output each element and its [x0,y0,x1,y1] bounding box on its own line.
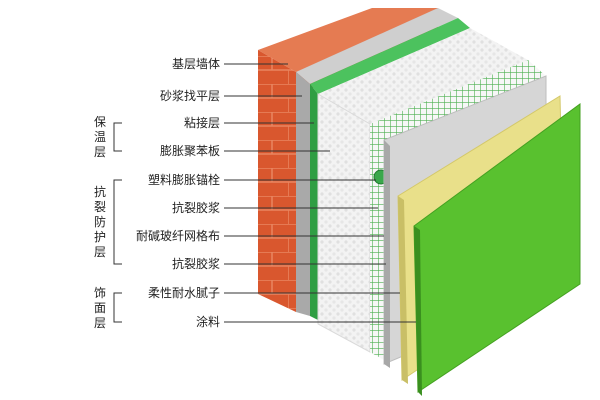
leader-lines [224,63,416,323]
adhesive-layer [310,18,470,320]
label-flexible-putty: 柔性耐水腻子 [148,286,220,300]
eps-board-front [317,93,371,353]
group-finish-char: 层 [94,316,106,330]
label-adhesive-layer: 粘接层 [184,115,220,130]
mesh-layer [370,60,546,360]
group-insulation-char: 保 [94,115,106,129]
group-finish-char: 面 [94,301,106,315]
bracket-finish [113,292,122,323]
group-protection-char: 裂 [94,200,106,214]
bracket-protection [113,179,122,265]
paint-panel [413,103,581,396]
label-anchor-bolt: 塑料膨胀锚栓 [148,172,220,187]
group-protection-char: 防 [94,214,106,229]
group-brackets [113,122,122,323]
eps-board [317,28,528,353]
flexible-putty-panel-edge [398,196,408,384]
mesh-layer-front [370,124,384,360]
group-protection-char: 抗 [94,184,106,199]
label-base-wall: 基层墙体 [172,57,220,71]
mortar-layer-top [296,8,458,84]
group-finish-char: 饰 [94,286,106,300]
label-mortar-layer: 砂浆找平层 [160,88,220,103]
base-wall-front [258,50,296,312]
eps-board-top [318,28,528,124]
label-paint: 涂料 [196,314,220,329]
label-fiberglass-mesh: 耐碱玻纤网格布 [136,228,220,243]
putty-panel-edge [384,140,390,368]
adhesive-layer-top [310,18,470,94]
mesh-layer-top [370,60,546,140]
paint-panel-edge [414,226,422,396]
label-crack-mortar-2: 抗裂胶浆 [172,256,220,271]
label-crack-mortar-1: 抗裂胶浆 [172,200,220,215]
group-insulation-char: 温 [94,130,106,144]
base-wall-top [258,8,438,72]
bracket-insulation [113,122,122,152]
label-eps-board: 膨胀聚苯板 [160,144,220,158]
paint-panel-body [413,103,581,393]
group-protection-char: 层 [94,245,106,259]
group-labels: 保 温 层 抗 裂 防 护 层 饰 面 层 [94,115,106,330]
adhesive-layer-front [310,84,318,320]
group-insulation-char: 层 [94,145,106,159]
group-protection-char: 护 [94,230,106,244]
mortar-layer [296,8,458,316]
layer-labels: 基层墙体 砂浆找平层 粘接层 膨胀聚苯板 塑料膨胀锚栓 抗裂胶浆 耐碱玻纤网格布… [136,57,220,329]
mortar-layer-front [296,72,310,316]
